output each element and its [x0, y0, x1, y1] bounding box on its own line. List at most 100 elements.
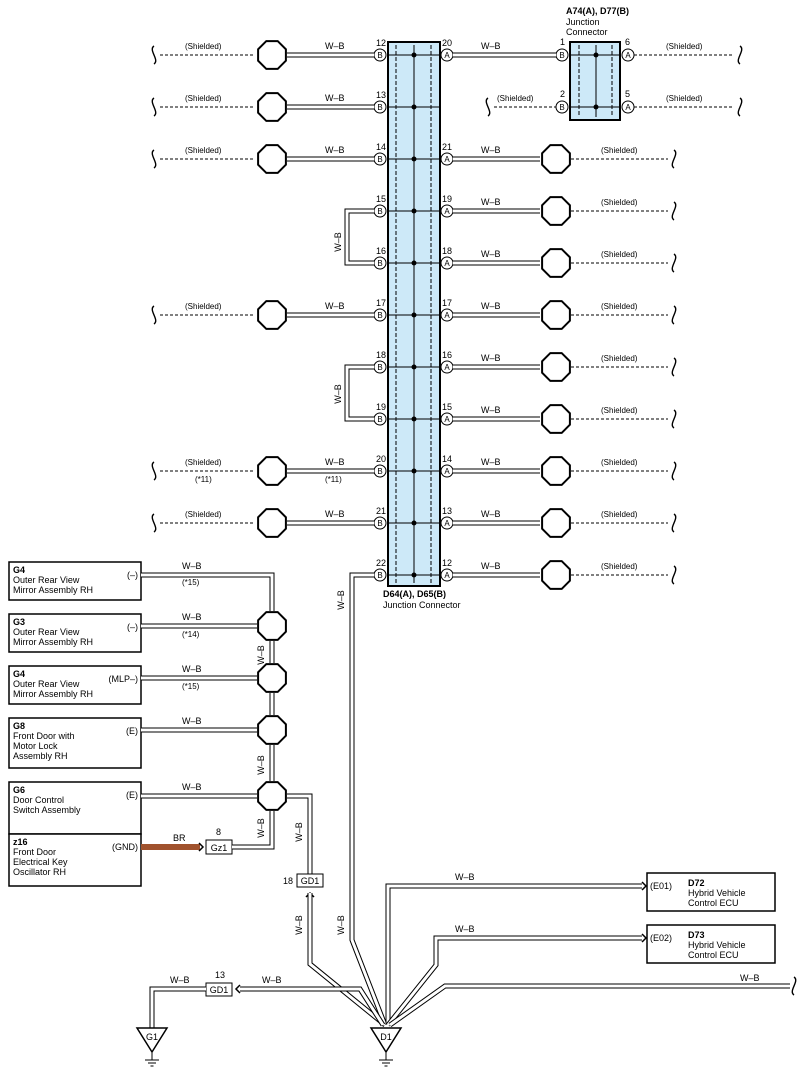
wire-color-label: W–B	[481, 561, 501, 571]
wire-color-label: W–B	[455, 872, 475, 882]
top-connector-pin-1: 1	[560, 37, 565, 47]
terminal-letter: A	[444, 207, 450, 216]
component-box	[8, 781, 142, 835]
splice-octagon	[541, 456, 571, 486]
shielded-label: (Shielded)	[601, 354, 638, 363]
component-pin: (GND)	[112, 842, 138, 852]
splice-octagon	[257, 40, 287, 70]
ecu-pin: (E01)	[650, 881, 672, 891]
ecu-name-line: Control ECU	[688, 898, 739, 908]
component-pin: (E)	[126, 790, 138, 800]
gd1-pin: 18	[283, 876, 293, 886]
terminal-letter: A	[444, 415, 450, 424]
wire-w-b	[389, 984, 790, 1027]
wire-w-b	[232, 811, 275, 850]
wire-w-b	[386, 936, 642, 1026]
shielded-label: (Shielded)	[666, 94, 703, 103]
component-box	[8, 717, 142, 769]
wire-color-label: W–B	[182, 716, 202, 726]
splice-octagon	[257, 781, 287, 811]
junction-dot	[593, 52, 599, 58]
wire-break-left	[151, 97, 157, 117]
terminal-number-left: 21	[376, 506, 386, 516]
terminal-number-right: 12	[442, 558, 452, 568]
component-pin: (E)	[126, 726, 138, 736]
component-code: G8	[13, 721, 25, 731]
wire-color-label: W–B	[481, 457, 501, 467]
ecu-pin: (E02)	[650, 933, 672, 943]
terminal-letter: B	[377, 155, 382, 164]
gd1-junction-label: GD1	[301, 876, 320, 886]
junction-dot	[411, 52, 417, 58]
shielded-label: (Shielded)	[601, 406, 638, 415]
wire-color-label: W–B	[325, 145, 345, 155]
component-name-line: Motor Lock	[13, 741, 58, 751]
gd1-pin-2: 13	[215, 970, 225, 980]
wire-break-right	[671, 149, 677, 169]
terminal-letter: B	[377, 259, 382, 268]
ecu-box	[646, 924, 776, 964]
junction-dot	[411, 208, 417, 214]
junction-dot	[411, 104, 417, 110]
br-wire-label: BR	[173, 833, 186, 843]
shielded-label: (Shielded)	[601, 198, 638, 207]
splice-octagon	[541, 144, 571, 174]
wire-color-label: W–B	[481, 509, 501, 519]
top-connector-pin-2: 2	[560, 89, 565, 99]
wire-break-right	[671, 357, 677, 377]
wire-color-label: W–B	[336, 915, 346, 935]
wire-color-label: W–B	[294, 915, 304, 935]
loop-wire	[345, 209, 374, 265]
component-pin: (–)	[127, 622, 138, 632]
splice-octagon	[257, 92, 287, 122]
terminal-number-left: 22	[376, 558, 386, 568]
terminal-letter: A	[444, 155, 450, 164]
splice-octagon	[541, 404, 571, 434]
terminal-letter: A	[625, 103, 631, 112]
wire-break-left	[485, 97, 491, 117]
wire-color-label: W–B	[481, 249, 501, 259]
wire-break-right	[737, 97, 743, 117]
terminal-letter: B	[377, 571, 382, 580]
arrow-right	[198, 842, 205, 852]
component-code: G4	[13, 669, 25, 679]
wire-break-left	[151, 149, 157, 169]
wire-color-label: W–B	[481, 301, 501, 311]
ecu-name-line: Hybrid Vehicle	[688, 888, 746, 898]
junction-dot	[593, 104, 599, 110]
component-name-line: Outer Rear View	[13, 679, 80, 689]
wire-w-b	[232, 811, 274, 849]
splice-octagon	[541, 248, 571, 278]
shielded-label: (Shielded)	[185, 94, 222, 103]
wire-break-left	[151, 513, 157, 533]
loop-wire	[345, 365, 374, 421]
shielded-label: (Shielded)	[601, 458, 638, 467]
gz1-pin: 8	[216, 827, 221, 837]
terminal-letter: B	[377, 207, 382, 216]
splice-octagon	[541, 196, 571, 226]
shielded-label: (Shielded)	[185, 302, 222, 311]
component-name-line: Outer Rear View	[13, 627, 80, 637]
component-pin: (MLP–)	[108, 674, 138, 684]
shielded-label: (Shielded)	[185, 42, 222, 51]
terminal-number-left: 17	[376, 298, 386, 308]
splice-octagon	[257, 300, 287, 330]
component-box	[8, 833, 142, 887]
terminal-number-right: 13	[442, 506, 452, 516]
splice-octagon	[541, 508, 571, 538]
wire-w-b	[308, 893, 386, 1027]
terminal-number-left: 15	[376, 194, 386, 204]
junction-dot	[411, 520, 417, 526]
wire-color-label: W–B	[256, 755, 266, 775]
wire-color-label: W–B	[325, 509, 345, 519]
terminal-letter: B	[559, 103, 564, 112]
component-box	[8, 561, 142, 601]
terminal-number-right: 20	[442, 38, 452, 48]
component-name-line: Electrical Key	[13, 857, 68, 867]
wire-color-label: W–B	[481, 197, 501, 207]
top-connector-pin-5: 5	[625, 89, 630, 99]
junction-dot	[411, 260, 417, 266]
terminal-number-right: 21	[442, 142, 452, 152]
note-11-left: (*11)	[195, 475, 212, 484]
gz1-junction-label: Gz1	[211, 843, 228, 853]
